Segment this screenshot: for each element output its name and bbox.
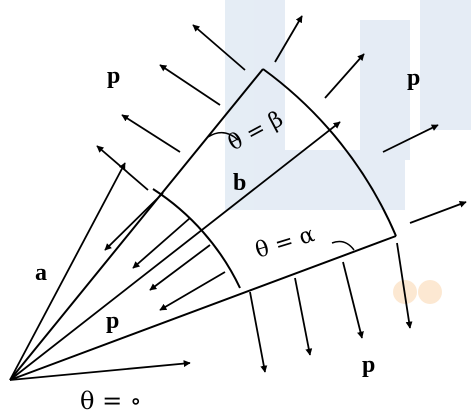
outer-arc-b bbox=[262, 68, 397, 237]
radius-b-arrow bbox=[9, 121, 341, 381]
theta-zero-arrow bbox=[9, 360, 191, 381]
beta-leader bbox=[207, 131, 239, 141]
radius-arrows bbox=[9, 121, 341, 381]
outer-arc-pressure-arrows bbox=[274, 15, 467, 224]
label-theta-alpha: θ = α bbox=[252, 222, 317, 264]
label-p-bottom: p bbox=[362, 352, 375, 378]
watermark bbox=[225, 0, 471, 304]
edge-theta-beta bbox=[9, 68, 264, 381]
label-p-inner: p bbox=[106, 308, 119, 334]
curved-bar-outline bbox=[9, 68, 397, 381]
label-p-top-left: p bbox=[107, 63, 120, 89]
edge-theta-alpha bbox=[9, 235, 397, 381]
bottom-pressure-arrows bbox=[249, 242, 413, 373]
outer-pressure-arrows bbox=[96, 24, 246, 191]
radius-a-arrow bbox=[9, 162, 126, 381]
inner-pressure-arrows bbox=[104, 192, 226, 311]
label-theta-zero: θ = ∘ bbox=[80, 387, 142, 414]
alpha-leader bbox=[331, 240, 355, 251]
label-a: a bbox=[35, 260, 47, 286]
angle-leaders bbox=[207, 131, 355, 251]
label-p-top-right: p bbox=[407, 65, 420, 91]
inner-arc-a bbox=[152, 188, 241, 289]
label-b: b bbox=[233, 170, 246, 196]
